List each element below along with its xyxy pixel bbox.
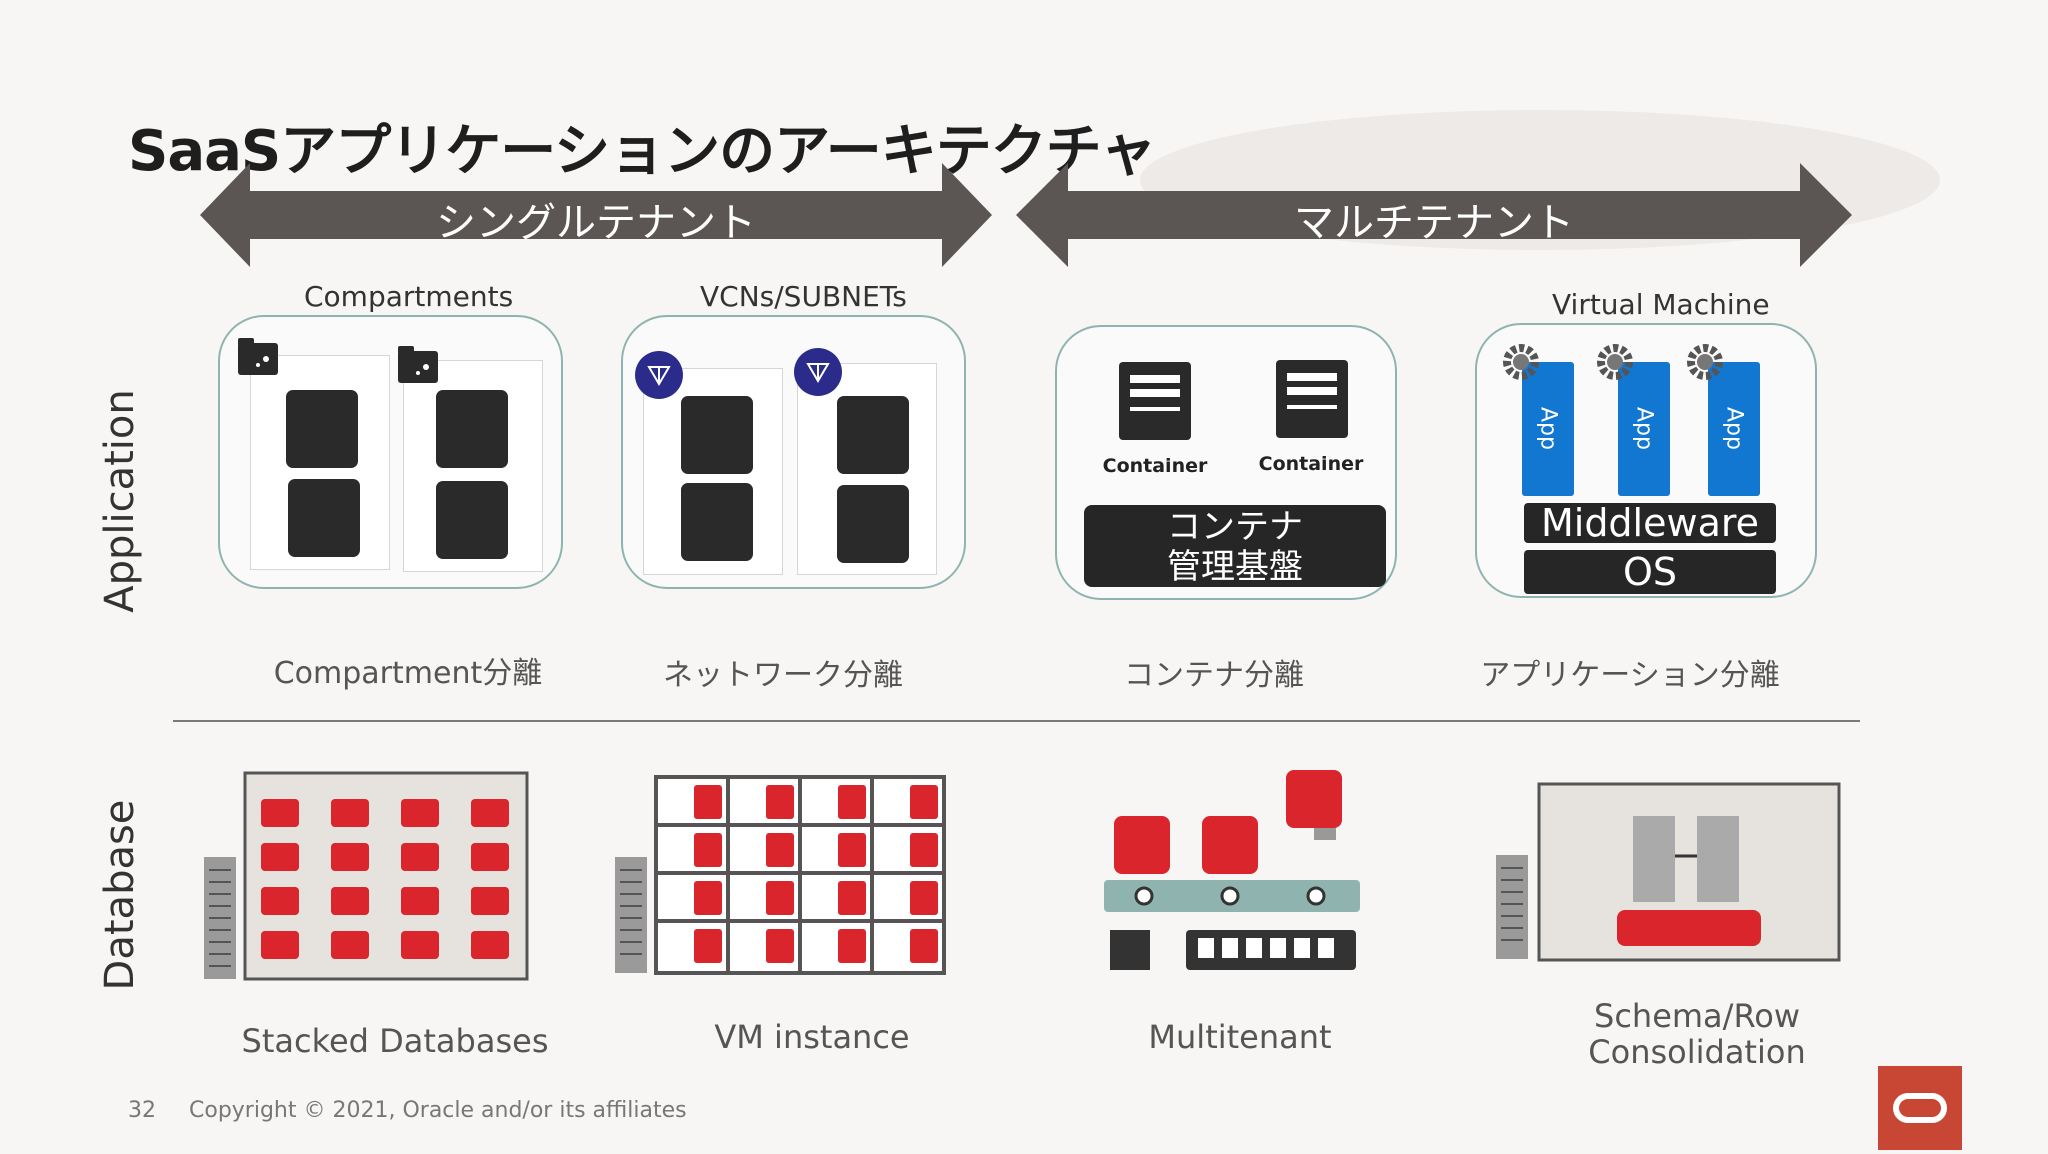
platform-line-1: コンテナ: [1167, 507, 1303, 547]
page-number: 32: [128, 1098, 156, 1123]
virtual-machine-label: Virtual Machine: [1530, 288, 1792, 321]
copyright: Copyright © 2021, Oracle and/or its affi…: [189, 1098, 687, 1123]
gear-icon: [1597, 344, 1633, 380]
app-tile-icon: [837, 485, 909, 563]
rack-server-icon: [1496, 855, 1528, 959]
platform-line-2: 管理基盤: [1167, 547, 1303, 587]
app-pillar-1: App: [1522, 362, 1574, 496]
page-title: SaaSアプリケーションのアーキテクチャ: [128, 119, 1156, 184]
vcns-label: VCNs/SUBNETs: [678, 280, 929, 313]
section-divider: [173, 720, 1860, 722]
app-tile-icon: [681, 483, 753, 561]
app-label-1: App: [1535, 407, 1561, 450]
app-tile-icon: [288, 479, 360, 557]
schema-row-caption: Schema/Row Consolidation: [1502, 998, 1892, 1070]
middleware-bar: Middleware: [1524, 503, 1776, 543]
gear-icon: [1687, 344, 1723, 380]
compartments-label: Compartments: [282, 280, 536, 313]
network-caption: ネットワーク分離: [663, 658, 903, 693]
container-label-2: Container: [1258, 453, 1364, 475]
app-tile-icon: [837, 396, 909, 474]
stacked-databases-caption: Stacked Databases: [241, 1022, 549, 1060]
multi-tenant-arrow: [1016, 163, 1852, 267]
application-side-label: Application: [97, 389, 143, 613]
app-label-2: App: [1631, 407, 1657, 450]
multitenant-caption: Multitenant: [1148, 1018, 1332, 1056]
oracle-logo-icon: [1878, 1066, 1962, 1150]
app-pillar-3: App: [1708, 362, 1760, 496]
folder-icon: [398, 346, 438, 383]
single-tenant-label: シングルテナント: [436, 200, 756, 246]
database-side-label: Database: [97, 799, 143, 991]
app-label-3: App: [1721, 407, 1747, 450]
app-pillar-2: App: [1618, 362, 1670, 496]
app-tile-icon: [286, 390, 358, 468]
app-isolation-caption: アプリケーション分離: [1480, 658, 1780, 693]
network-icon: [794, 348, 842, 396]
rack-server-icon: [615, 857, 647, 973]
compartment-caption: Compartment分離: [273, 656, 543, 691]
gear-icon: [1503, 344, 1539, 380]
oracle-logo-shape: [1893, 1093, 1947, 1123]
app-tile-icon: [436, 390, 508, 468]
single-tenant-arrow: [200, 163, 992, 267]
network-icon: [635, 351, 683, 399]
schema-row-caption-line-2: Consolidation: [1588, 1033, 1806, 1071]
folder-icon: [238, 338, 278, 375]
app-tile-icon: [681, 396, 753, 474]
schema-row-caption-line-1: Schema/Row: [1594, 997, 1800, 1035]
schema-row-diagram: [1537, 782, 1841, 962]
server-icon: [1276, 360, 1348, 438]
server-icon: [1119, 362, 1191, 440]
vm-instance-caption: VM instance: [714, 1018, 910, 1056]
os-bar: OS: [1524, 550, 1776, 594]
container-platform: コンテナ 管理基盤: [1084, 505, 1386, 587]
container-caption: コンテナ分離: [1124, 658, 1304, 693]
vm-instance-diagram: [654, 775, 946, 975]
app-tile-icon: [436, 481, 508, 559]
container-label-1: Container: [1102, 455, 1208, 477]
stacked-databases-diagram: [243, 771, 529, 981]
multitenant-diagram: [1104, 770, 1360, 970]
multi-tenant-label: マルチテナント: [1294, 200, 1574, 246]
rack-server-icon: [204, 857, 236, 979]
